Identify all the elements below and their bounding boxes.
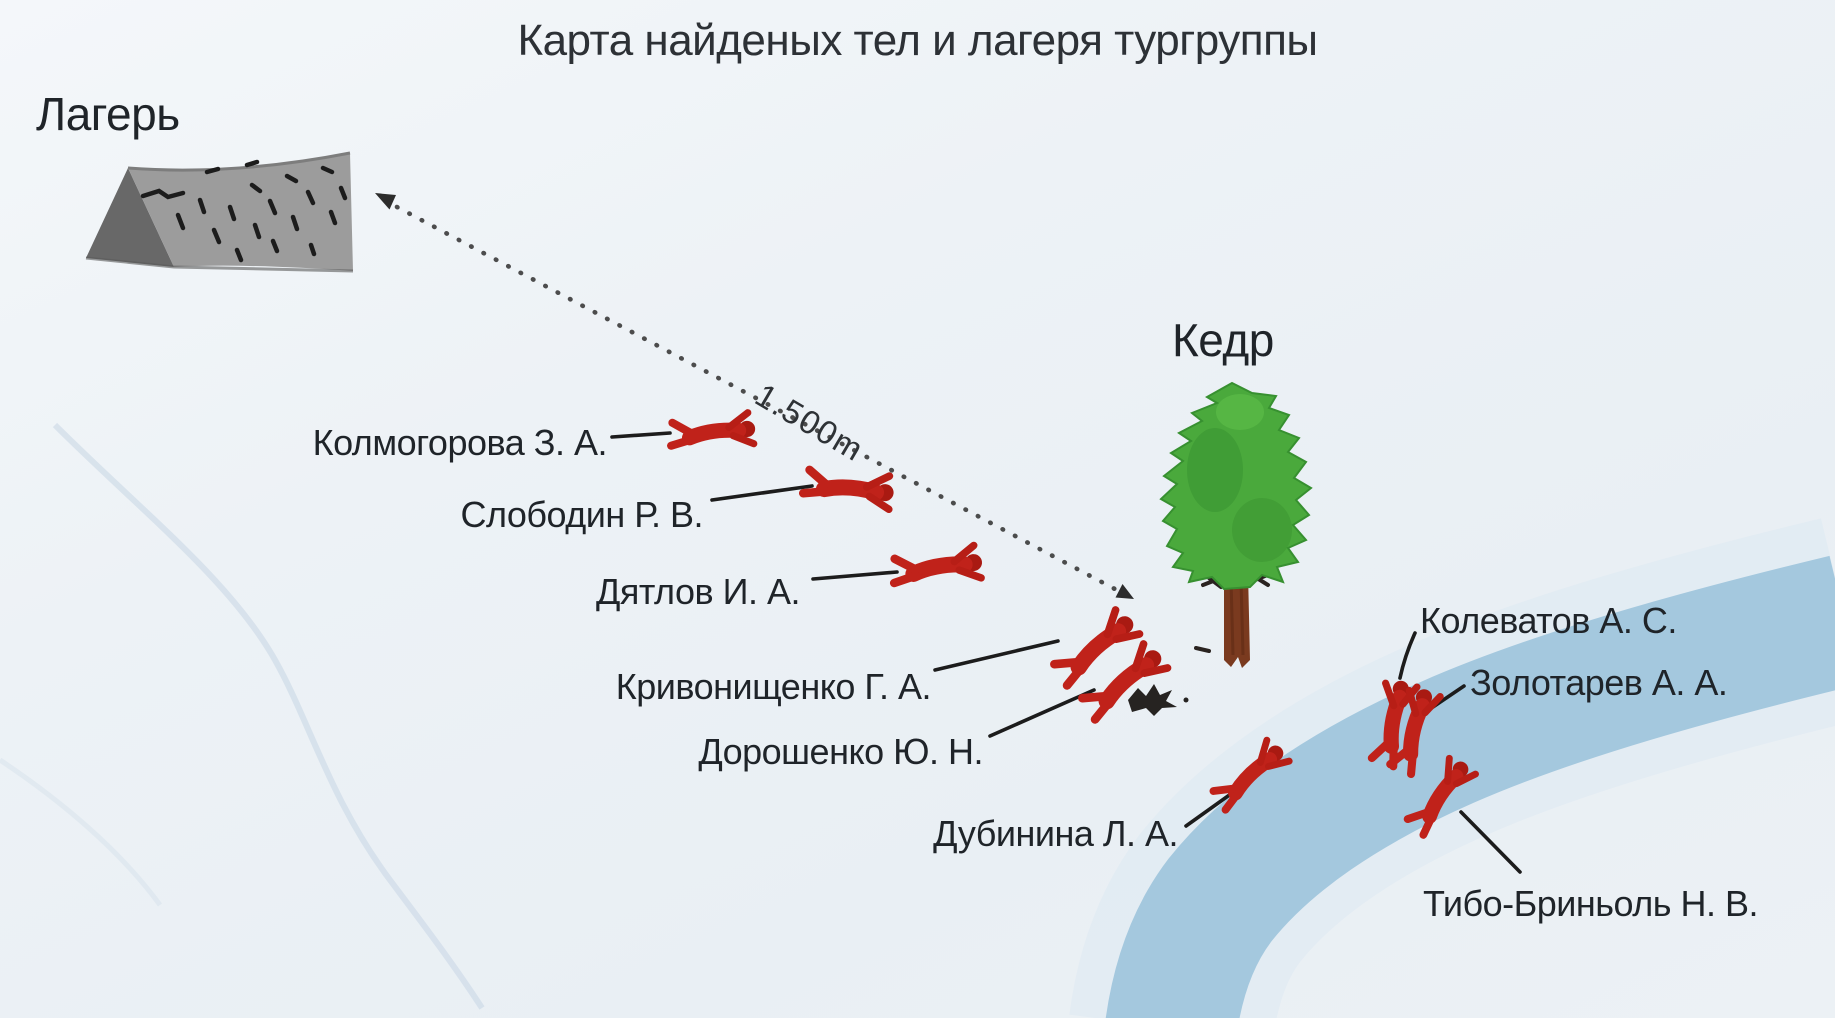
victim-label-slobodin: Слободин Р. В. xyxy=(460,494,703,535)
victim-label-kolevatov: Колеватов А. С. xyxy=(1420,600,1677,641)
leader-line-kolmogorova xyxy=(610,431,672,439)
victim-label-kolmogorova: Колмогорова З. А. xyxy=(312,422,608,463)
leader-line-krivonischenko xyxy=(933,639,1060,672)
leader-line-doroshenko xyxy=(988,688,1096,738)
page-title: Карта найденых тел и лагеря тургруппы xyxy=(517,16,1318,65)
body-icon-slobodin xyxy=(803,465,896,510)
contour-lines xyxy=(0,422,485,1010)
camp-label: Лагерь xyxy=(36,88,180,140)
cedar-tree-icon xyxy=(1159,381,1313,668)
distance-arrow-icon xyxy=(375,193,1134,599)
victim-label-thibeaux: Тибо-Бриньоль Н. В. xyxy=(1423,883,1759,924)
victim-label-dyatlov: Дятлов И. А. xyxy=(595,571,801,612)
body-icon-kolmogorova xyxy=(669,412,756,449)
victim-label-dubinina: Дубинина Л. А. xyxy=(933,813,1178,854)
victim-label-doroshenko: Дорошенко Ю. Н. xyxy=(698,731,983,772)
cedar-label: Кедр xyxy=(1172,314,1274,366)
leader-line-slobodin xyxy=(710,484,814,502)
leader-line-kolevatov xyxy=(1398,631,1417,680)
leader-line-dyatlov xyxy=(811,570,899,581)
leader-line-thibeaux xyxy=(1459,810,1522,874)
victim-label-zolotarev: Золотарев А. А. xyxy=(1470,662,1728,703)
tent-icon xyxy=(85,151,354,273)
victim-label-krivonischenko: Кривонищенко Г. А. xyxy=(615,666,932,707)
body-icon-dyatlov xyxy=(891,545,983,587)
river xyxy=(1069,518,1835,1018)
